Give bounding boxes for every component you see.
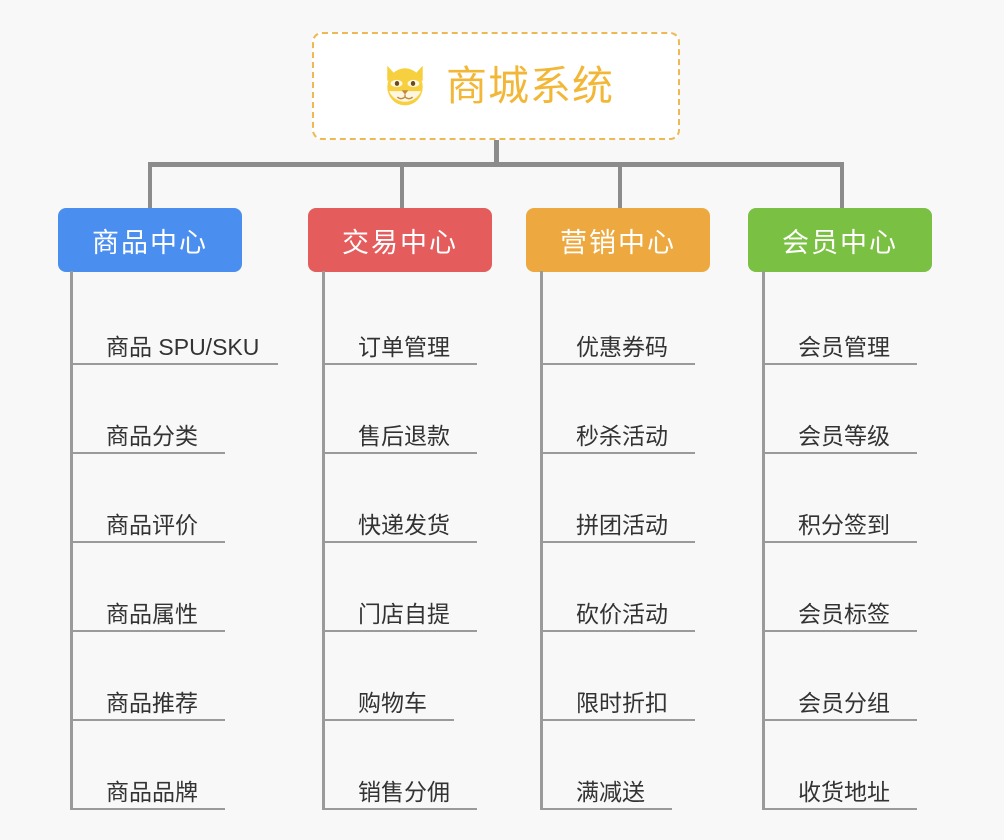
leaf-item-label: 会员标签: [798, 601, 890, 627]
leaf-item[interactable]: 会员标签: [762, 543, 917, 632]
leaf-underline: [322, 452, 477, 454]
leaf-column-marketing-center: 优惠券码 秒杀活动 拼团活动 砍价活动 限时折扣 满减送: [540, 276, 695, 810]
leaf-item-label: 砍价活动: [576, 601, 668, 627]
leaf-underline: [70, 808, 225, 810]
leaf-item[interactable]: 快递发货: [322, 454, 477, 543]
leaf-underline: [322, 808, 477, 810]
category-header-product-center[interactable]: 商品中心: [58, 208, 242, 272]
leaf-item-label: 会员管理: [798, 334, 890, 360]
leaf-item[interactable]: 商品属性: [70, 543, 265, 632]
leaf-underline: [70, 630, 225, 632]
leaf-item[interactable]: 秒杀活动: [540, 365, 695, 454]
leaf-item[interactable]: 满减送: [540, 721, 674, 810]
leaf-item-label: 会员等级: [798, 423, 890, 449]
leaf-item-label: 销售分佣: [358, 779, 450, 805]
leaf-item[interactable]: 拼团活动: [540, 454, 695, 543]
leaf-item[interactable]: 商品品牌: [70, 721, 265, 810]
leaf-item[interactable]: 门店自提: [322, 543, 477, 632]
leaf-column-trade-center: 订单管理 售后退款 快递发货 门店自提 购物车 销售分佣: [322, 276, 477, 810]
connector-horizontal-bus: [148, 162, 844, 167]
leaf-underline: [540, 719, 695, 721]
leaf-spine: [540, 276, 543, 810]
leaf-item-label: 优惠券码: [576, 334, 668, 360]
leaf-item[interactable]: 商品 SPU/SKU: [70, 276, 278, 365]
leaf-column-product-center: 商品 SPU/SKU 商品分类 商品评价 商品属性 商品推荐 商品品牌: [70, 276, 278, 810]
leaf-underline: [322, 363, 477, 365]
leaf-item-label: 商品 SPU/SKU: [106, 334, 260, 360]
leaf-item[interactable]: 订单管理: [322, 276, 477, 365]
leaf-underline: [762, 630, 917, 632]
leaf-item-label: 门店自提: [358, 601, 450, 627]
leaf-item[interactable]: 会员管理: [762, 276, 917, 365]
root-title: 商城系统: [446, 62, 614, 109]
leaf-item-label: 购物车: [358, 690, 427, 716]
leaf-underline: [540, 452, 695, 454]
leaf-underline: [70, 452, 225, 454]
root-node-shopping-mall-system[interactable]: 商城系统: [312, 32, 680, 140]
leaf-underline: [762, 452, 917, 454]
leaf-item[interactable]: 商品分类: [70, 365, 265, 454]
leaf-item-label: 商品分类: [106, 423, 198, 449]
category-header-trade-center[interactable]: 交易中心: [308, 208, 492, 272]
leaf-item-label: 商品品牌: [106, 779, 198, 805]
leaf-underline: [540, 363, 695, 365]
leaf-underline: [322, 541, 477, 543]
category-header-label: 营销中心: [560, 227, 676, 258]
leaf-item[interactable]: 售后退款: [322, 365, 477, 454]
leaf-item[interactable]: 购物车: [322, 632, 456, 721]
connector-drop-product-center: [148, 162, 152, 210]
connector-drop-member-center: [840, 162, 844, 210]
leaf-underline: [762, 719, 917, 721]
connector-root-stem: [494, 140, 499, 164]
leaf-item[interactable]: 积分签到: [762, 454, 917, 543]
leaf-item[interactable]: 商品评价: [70, 454, 265, 543]
leaf-spine: [70, 276, 73, 810]
leaf-underline: [762, 541, 917, 543]
leaf-item[interactable]: 会员分组: [762, 632, 917, 721]
leaf-underline: [762, 808, 917, 810]
leaf-item-label: 收货地址: [798, 779, 890, 805]
leaf-item[interactable]: 收货地址: [762, 721, 917, 810]
category-header-label: 会员中心: [782, 227, 898, 258]
leaf-item[interactable]: 限时折扣: [540, 632, 695, 721]
category-header-marketing-center[interactable]: 营销中心: [526, 208, 710, 272]
connector-drop-trade-center: [400, 162, 404, 210]
leaf-underline: [70, 719, 225, 721]
category-header-label: 商品中心: [92, 227, 208, 258]
leaf-item-label: 会员分组: [798, 690, 890, 716]
leaf-underline: [322, 719, 454, 721]
leaf-item-label: 积分签到: [798, 512, 890, 538]
leaf-item[interactable]: 优惠券码: [540, 276, 695, 365]
leaf-spine: [322, 276, 325, 810]
leaf-item[interactable]: 商品推荐: [70, 632, 265, 721]
leaf-item[interactable]: 销售分佣: [322, 721, 477, 810]
connector-drop-marketing-center: [618, 162, 622, 210]
category-header-member-center[interactable]: 会员中心: [748, 208, 932, 272]
leaf-underline: [70, 541, 225, 543]
leaf-item-label: 商品推荐: [106, 690, 198, 716]
leaf-item[interactable]: 会员等级: [762, 365, 917, 454]
leaf-item-label: 快递发货: [358, 512, 450, 538]
leaf-column-member-center: 会员管理 会员等级 积分签到 会员标签 会员分组 收货地址: [762, 276, 917, 810]
leaf-spine: [762, 276, 765, 810]
leaf-item-label: 订单管理: [358, 334, 450, 360]
leaf-underline: [540, 630, 695, 632]
category-header-label: 交易中心: [342, 227, 458, 258]
leaf-item-label: 限时折扣: [576, 690, 668, 716]
leaf-item-label: 商品评价: [106, 512, 198, 538]
leaf-underline: [762, 363, 917, 365]
leaf-item-label: 售后退款: [358, 423, 450, 449]
leaf-underline: [70, 363, 278, 365]
leaf-item-label: 满减送: [576, 779, 645, 805]
leaf-item-label: 秒杀活动: [576, 423, 668, 449]
leaf-underline: [322, 630, 477, 632]
shiba-dog-face-icon: [387, 65, 423, 106]
leaf-underline: [540, 808, 672, 810]
leaf-item-label: 商品属性: [106, 601, 198, 627]
leaf-item-label: 拼团活动: [576, 512, 668, 538]
leaf-underline: [540, 541, 695, 543]
leaf-item[interactable]: 砍价活动: [540, 543, 695, 632]
